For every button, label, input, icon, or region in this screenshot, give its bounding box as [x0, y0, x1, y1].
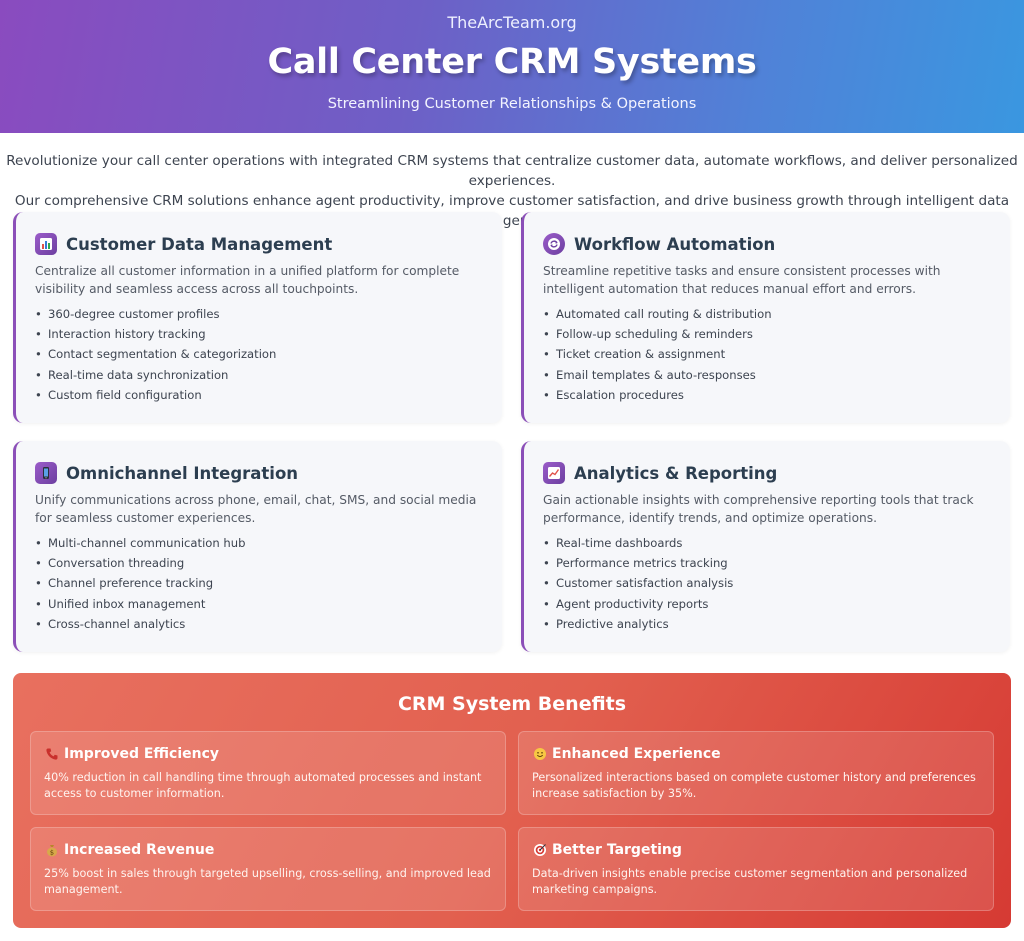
target-icon — [532, 843, 547, 858]
page-title: Call Center CRM Systems — [267, 42, 757, 82]
list-item: Interaction history tracking — [35, 324, 276, 344]
list-item: Escalation procedures — [543, 385, 772, 405]
benefit-title: Enhanced Experience — [552, 746, 721, 762]
benefits-title: CRM System Benefits — [397, 693, 627, 715]
benefit-card-experience: Enhanced Experience Personalized interac… — [518, 731, 994, 815]
list-item: Real-time data synchronization — [35, 365, 276, 385]
intro-text: Revolutionize your call center operation… — [0, 151, 1024, 231]
list-item: Conversation threading — [35, 553, 245, 573]
benefit-text: 25% boost in sales through targeted upse… — [44, 867, 491, 896]
list-item: Automated call routing & distribution — [543, 304, 772, 324]
card-description: Centralize all customer information in a… — [35, 264, 460, 296]
telephone-icon — [44, 747, 59, 762]
benefit-title: Better Targeting — [552, 842, 682, 858]
svg-text:$: $ — [49, 849, 53, 857]
feature-card-customer-data: Customer Data Management Centralize all … — [13, 212, 502, 423]
benefit-card-revenue: $ Increased Revenue 25% boost in sales t… — [30, 827, 506, 911]
benefit-text: Data-driven insights enable precise cust… — [532, 867, 968, 896]
list-item: Email templates & auto-responses — [543, 365, 772, 385]
list-item: Customer satisfaction analysis — [543, 573, 733, 593]
feature-card-analytics: Analytics & Reporting Gain actionable in… — [521, 441, 1010, 652]
card-description: Unify communications across phone, email… — [35, 493, 477, 525]
list-item: Channel preference tracking — [35, 573, 245, 593]
refresh-icon — [543, 233, 565, 255]
benefit-text: 40% reduction in call handling time thro… — [44, 771, 482, 800]
bar-chart-icon — [35, 233, 57, 255]
list-item: Real-time dashboards — [543, 533, 733, 553]
list-item: Contact segmentation & categorization — [35, 344, 276, 364]
page-subtitle: Streamlining Customer Relationships & Op… — [327, 96, 697, 112]
feature-list: Multi-channel communication hub Conversa… — [35, 533, 245, 634]
site-name: TheArcTeam.org — [447, 13, 577, 32]
feature-list: Automated call routing & distribution Fo… — [543, 304, 772, 405]
benefit-title: Increased Revenue — [64, 842, 215, 858]
mobile-phone-icon — [35, 462, 57, 484]
benefit-title: Improved Efficiency — [64, 746, 220, 762]
feature-card-workflow: Workflow Automation Streamline repetitiv… — [521, 212, 1010, 423]
card-title: Workflow Automation — [574, 234, 776, 254]
benefit-text: Personalized interactions based on compl… — [532, 771, 976, 800]
list-item: Predictive analytics — [543, 614, 733, 634]
benefits-section: CRM System Benefits Improved Efficiency … — [13, 673, 1011, 928]
list-item: 360-degree customer profiles — [35, 304, 276, 324]
card-description: Streamline repetitive tasks and ensure c… — [543, 264, 941, 296]
feature-card-omnichannel: Omnichannel Integration Unify communicat… — [13, 441, 502, 652]
list-item: Ticket creation & assignment — [543, 344, 772, 364]
list-item: Custom field configuration — [35, 385, 276, 405]
trend-chart-icon — [543, 462, 565, 484]
benefit-card-efficiency: Improved Efficiency 40% reduction in cal… — [30, 731, 506, 815]
page-header: TheArcTeam.org Call Center CRM Systems S… — [0, 0, 1024, 133]
card-title: Customer Data Management — [66, 234, 333, 254]
list-item: Cross-channel analytics — [35, 614, 245, 634]
feature-list: 360-degree customer profiles Interaction… — [35, 304, 276, 405]
list-item: Follow-up scheduling & reminders — [543, 324, 772, 344]
list-item: Agent productivity reports — [543, 594, 733, 614]
card-description: Gain actionable insights with comprehens… — [543, 493, 974, 525]
feature-list: Real-time dashboards Performance metrics… — [543, 533, 733, 634]
smiley-icon — [532, 747, 547, 762]
list-item: Performance metrics tracking — [543, 553, 733, 573]
benefit-card-targeting: Better Targeting Data-driven insights en… — [518, 827, 994, 911]
list-item: Multi-channel communication hub — [35, 533, 245, 553]
money-bag-icon: $ — [44, 843, 59, 858]
card-title: Analytics & Reporting — [574, 463, 778, 483]
list-item: Unified inbox management — [35, 594, 245, 614]
card-title: Omnichannel Integration — [66, 463, 299, 483]
intro-line-1: Revolutionize your call center operation… — [6, 153, 1018, 189]
